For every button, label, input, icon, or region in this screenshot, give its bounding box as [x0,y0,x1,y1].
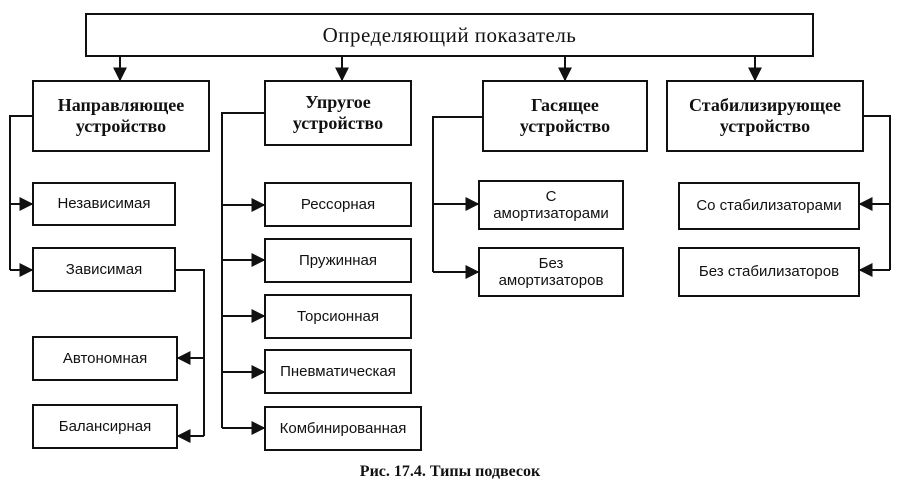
connector-gasyaschee-spine [432,116,482,272]
item-bez-stabilizatorov: Без стабилизаторов [678,247,860,297]
item-so-stabilizatorami: Со стабилизаторами [678,182,860,230]
header-uprugoe: Упругое устройство [264,80,412,146]
item-zavisimaya: Зависимая [32,247,176,292]
connector-stabil-spine [864,115,891,270]
header-gasyaschee: Гасящее устройство [482,80,648,152]
header-napravlyayuschee: Направляющее устройство [32,80,210,152]
header-stabiliziruyuschee: Стабилизирующее устройство [666,80,864,152]
item-bez-amortizatorov: Без амортизаторов [478,247,624,297]
connector-napravl-spine [9,115,32,270]
connector-uprugoe-spine [221,112,264,428]
item-torsionnaya: Торсионная [264,294,412,339]
item-ressornaya: Рессорная [264,182,412,227]
item-s-amortizatorami: С амортизаторами [478,180,624,230]
connector-zavisimaya-spine [176,269,205,436]
item-balansirnaya: Балансирная [32,404,178,449]
item-avtonomnaya: Автономная [32,336,178,381]
item-pnevmaticheskaya: Пневматическая [264,349,412,394]
item-kombinirovannaya: Комбинированная [264,406,422,451]
item-pruzhinnaya: Пружинная [264,238,412,283]
figure-caption: Рис. 17.4. Типы подвесок [359,463,541,480]
item-nezavisimaya: Независимая [32,182,176,226]
root-box: Определяющий показатель [85,13,814,57]
